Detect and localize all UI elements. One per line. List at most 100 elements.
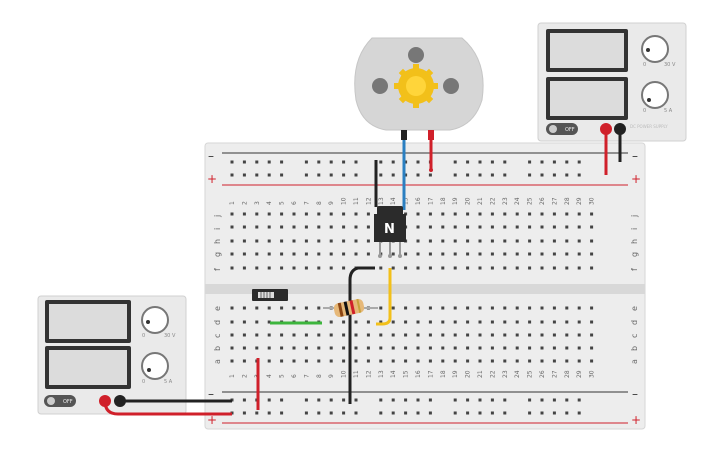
breadboard-hole[interactable] (540, 306, 544, 310)
rail-hole[interactable] (428, 398, 432, 402)
breadboard-hole[interactable] (590, 346, 594, 350)
breadboard-hole[interactable] (528, 239, 532, 243)
breadboard-hole[interactable] (540, 359, 544, 363)
breadboard-hole[interactable] (242, 239, 246, 243)
breadboard-hole[interactable] (428, 333, 432, 337)
breadboard-hole[interactable] (515, 225, 519, 229)
breadboard-hole[interactable] (292, 266, 296, 270)
breadboard-hole[interactable] (577, 225, 581, 229)
breadboard-hole[interactable] (528, 212, 532, 216)
rail-hole[interactable] (354, 173, 358, 177)
breadboard-hole[interactable] (404, 359, 408, 363)
breadboard-hole[interactable] (317, 225, 321, 229)
breadboard-hole[interactable] (515, 306, 519, 310)
breadboard-hole[interactable] (354, 333, 358, 337)
rail-hole[interactable] (379, 411, 383, 415)
breadboard-hole[interactable] (366, 225, 370, 229)
breadboard-hole[interactable] (230, 239, 234, 243)
rail-hole[interactable] (490, 160, 494, 164)
breadboard-hole[interactable] (515, 239, 519, 243)
rail-hole[interactable] (391, 173, 395, 177)
breadboard-hole[interactable] (416, 346, 420, 350)
breadboard-hole[interactable] (590, 320, 594, 324)
breadboard-hole[interactable] (552, 225, 556, 229)
rail-hole[interactable] (540, 411, 544, 415)
breadboard-hole[interactable] (565, 346, 569, 350)
breadboard-hole[interactable] (366, 239, 370, 243)
breadboard-hole[interactable] (528, 266, 532, 270)
breadboard-hole[interactable] (453, 333, 457, 337)
breadboard-hole[interactable] (540, 266, 544, 270)
breadboard-hole[interactable] (590, 333, 594, 337)
breadboard-hole[interactable] (230, 306, 234, 310)
rail-hole[interactable] (280, 173, 284, 177)
breadboard-hole[interactable] (242, 212, 246, 216)
rail-hole[interactable] (453, 411, 457, 415)
breadboard-hole[interactable] (416, 306, 420, 310)
breadboard-hole[interactable] (242, 266, 246, 270)
breadboard-hole[interactable] (503, 333, 507, 337)
breadboard-hole[interactable] (329, 212, 333, 216)
breadboard-hole[interactable] (466, 333, 470, 337)
breadboard-hole[interactable] (404, 252, 408, 256)
breadboard-hole[interactable] (366, 359, 370, 363)
breadboard-hole[interactable] (416, 320, 420, 324)
breadboard-hole[interactable] (453, 212, 457, 216)
breadboard-hole[interactable] (552, 346, 556, 350)
rail-hole[interactable] (304, 160, 308, 164)
breadboard-hole[interactable] (292, 333, 296, 337)
breadboard-hole[interactable] (428, 346, 432, 350)
rail-hole[interactable] (329, 173, 333, 177)
breadboard-hole[interactable] (490, 225, 494, 229)
breadboard-hole[interactable] (230, 266, 234, 270)
breadboard-hole[interactable] (515, 333, 519, 337)
breadboard-hole[interactable] (565, 212, 569, 216)
breadboard-hole[interactable] (540, 320, 544, 324)
rail-hole[interactable] (416, 411, 420, 415)
breadboard-hole[interactable] (577, 359, 581, 363)
rail-hole[interactable] (490, 398, 494, 402)
breadboard-hole[interactable] (329, 225, 333, 229)
breadboard-hole[interactable] (391, 346, 395, 350)
rail-hole[interactable] (540, 160, 544, 164)
breadboard-hole[interactable] (453, 239, 457, 243)
breadboard-hole[interactable] (590, 266, 594, 270)
breadboard-hole[interactable] (478, 252, 482, 256)
breadboard-hole[interactable] (478, 359, 482, 363)
breadboard-hole[interactable] (577, 266, 581, 270)
breadboard-hole[interactable] (565, 252, 569, 256)
breadboard-hole[interactable] (304, 212, 308, 216)
voltage-knob[interactable] (641, 35, 669, 63)
breadboard-hole[interactable] (230, 346, 234, 350)
rail-hole[interactable] (503, 411, 507, 415)
breadboard-hole[interactable] (577, 306, 581, 310)
breadboard-hole[interactable] (528, 252, 532, 256)
rail-hole[interactable] (552, 398, 556, 402)
breadboard-hole[interactable] (255, 306, 259, 310)
breadboard-hole[interactable] (267, 359, 271, 363)
breadboard-hole[interactable] (453, 346, 457, 350)
breadboard-hole[interactable] (466, 266, 470, 270)
rail-hole[interactable] (565, 160, 569, 164)
breadboard-hole[interactable] (478, 320, 482, 324)
breadboard-hole[interactable] (528, 359, 532, 363)
breadboard-hole[interactable] (565, 320, 569, 324)
breadboard-hole[interactable] (404, 320, 408, 324)
breadboard-hole[interactable] (552, 239, 556, 243)
breadboard-hole[interactable] (354, 359, 358, 363)
breadboard-hole[interactable] (577, 212, 581, 216)
breadboard-hole[interactable] (503, 346, 507, 350)
current-knob[interactable] (641, 81, 669, 109)
breadboard-hole[interactable] (466, 359, 470, 363)
breadboard-hole[interactable] (540, 212, 544, 216)
breadboard-hole[interactable] (317, 359, 321, 363)
breadboard-hole[interactable] (280, 252, 284, 256)
breadboard-hole[interactable] (428, 252, 432, 256)
breadboard-hole[interactable] (404, 266, 408, 270)
rail-hole[interactable] (478, 398, 482, 402)
rail-hole[interactable] (255, 173, 259, 177)
rail-hole[interactable] (577, 411, 581, 415)
breadboard-hole[interactable] (552, 212, 556, 216)
rail-hole[interactable] (404, 411, 408, 415)
